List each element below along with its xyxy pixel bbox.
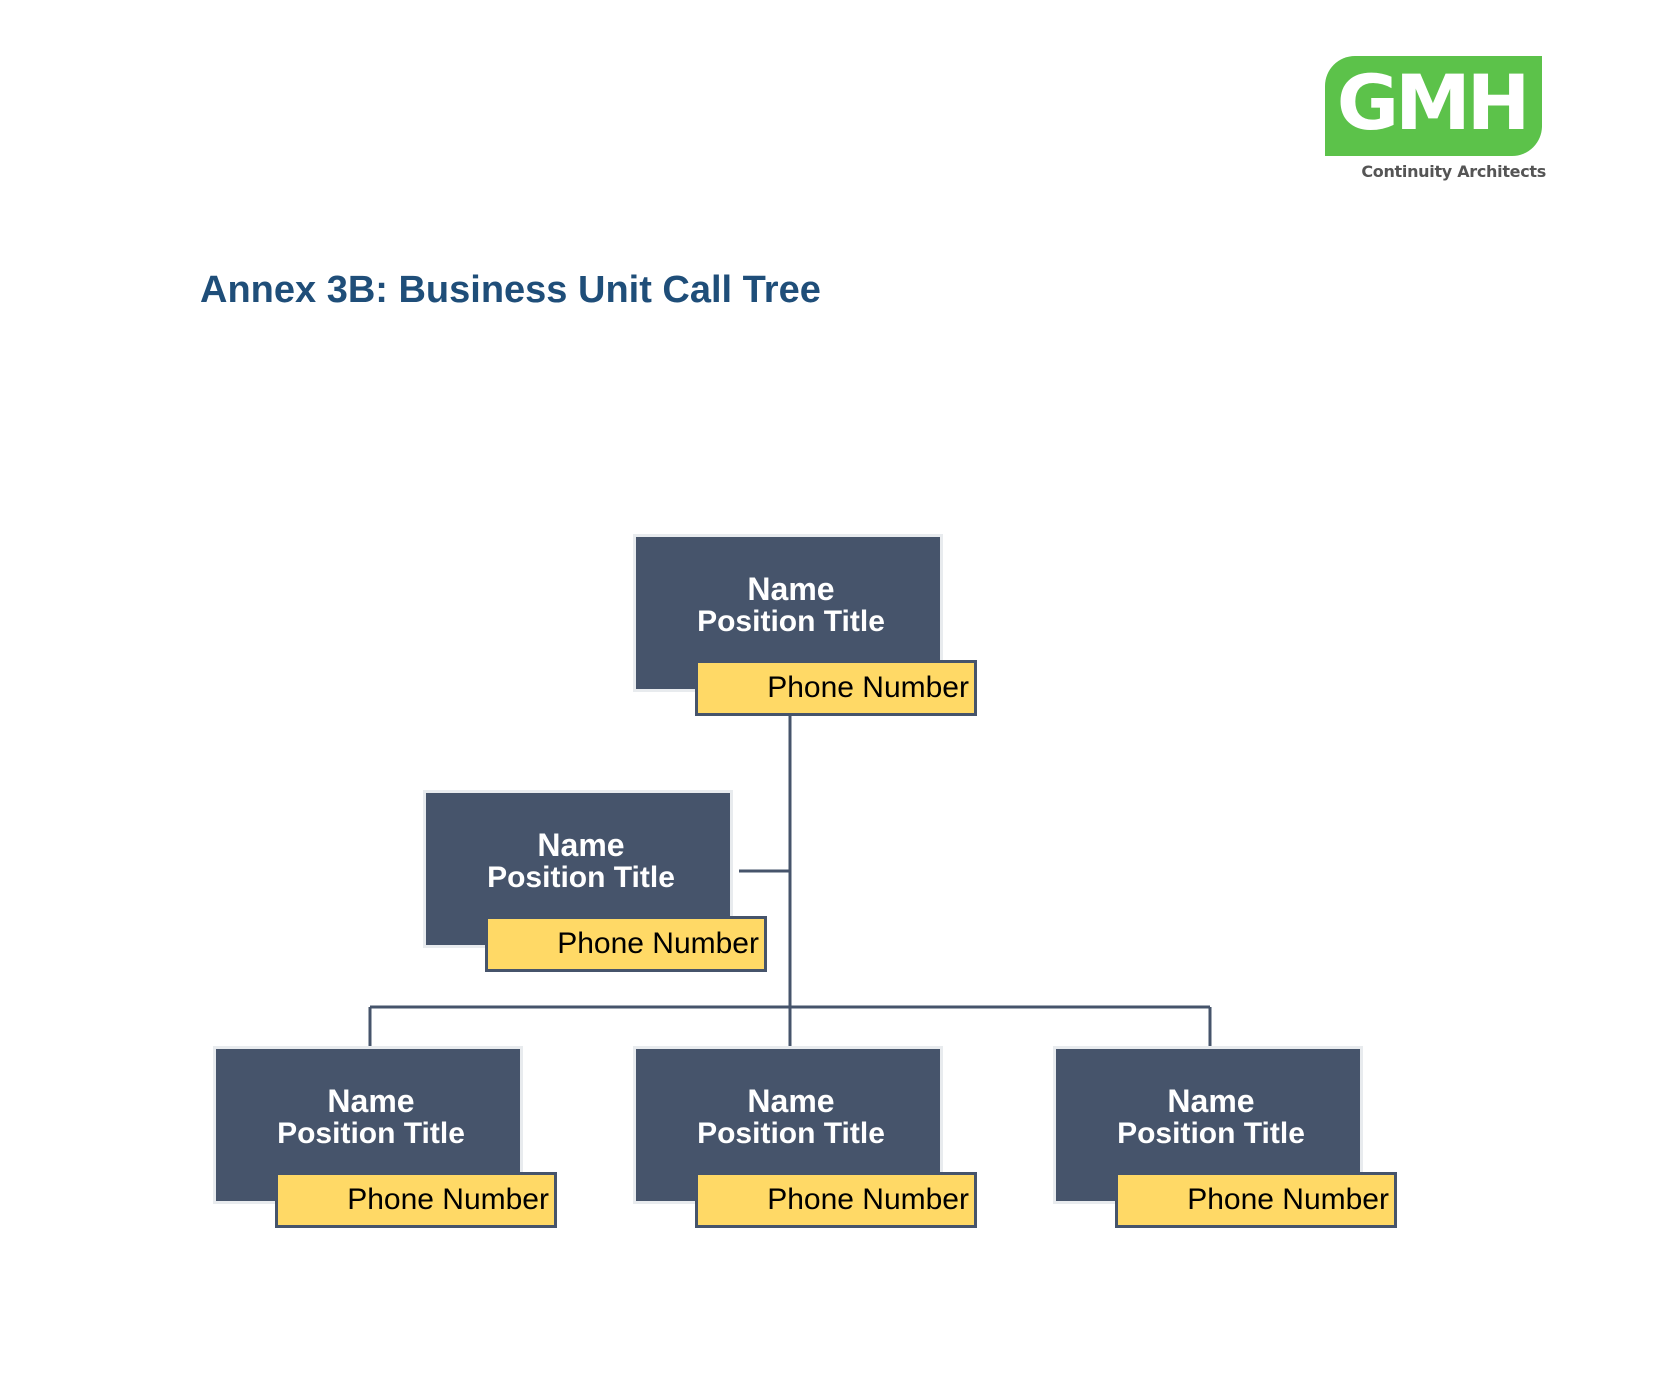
call-tree-node-root: Name Position Title Phone Number: [633, 534, 993, 716]
node-name: Name: [747, 571, 835, 607]
node-position-title: Position Title: [1117, 1117, 1305, 1150]
node-name: Name: [1167, 1083, 1255, 1119]
call-tree-node-center: Name Position Title Phone Number: [633, 1046, 993, 1228]
logo-letters: GMH: [1336, 58, 1531, 147]
logo-badge: GMH: [1325, 56, 1542, 156]
node-phone-number: Phone Number: [1115, 1172, 1397, 1228]
node-phone-number: Phone Number: [275, 1172, 557, 1228]
node-name: Name: [327, 1083, 415, 1119]
call-tree-node-secondary: Name Position Title Phone Number: [423, 790, 783, 972]
node-name: Name: [537, 827, 625, 863]
node-position-title: Position Title: [697, 1117, 885, 1150]
call-tree-node-right: Name Position Title Phone Number: [1053, 1046, 1413, 1228]
node-phone-number: Phone Number: [695, 1172, 977, 1228]
node-position-title: Position Title: [697, 605, 885, 638]
node-phone-number: Phone Number: [695, 660, 977, 716]
page-title: Annex 3B: Business Unit Call Tree: [200, 269, 821, 311]
node-phone-number: Phone Number: [485, 916, 767, 972]
logo-tagline: Continuity Architects: [1361, 162, 1546, 181]
gmh-logo: GMH Continuity Architects: [1325, 56, 1550, 189]
node-name: Name: [747, 1083, 835, 1119]
call-tree-node-left: Name Position Title Phone Number: [213, 1046, 573, 1228]
node-position-title: Position Title: [277, 1117, 465, 1150]
node-position-title: Position Title: [487, 861, 675, 894]
